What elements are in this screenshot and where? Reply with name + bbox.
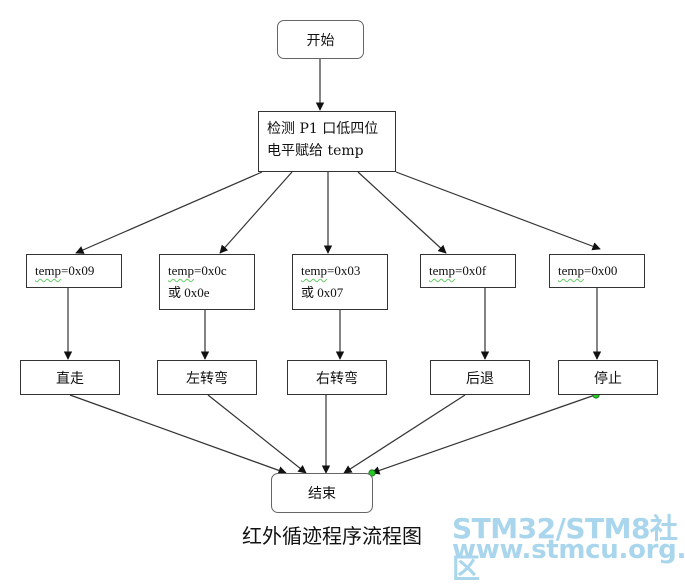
detect-line-1: 检测 P1 口低四位 xyxy=(267,121,379,137)
action-node-4: 后退 xyxy=(430,360,530,395)
action-node-1: 直走 xyxy=(20,360,120,395)
condition-var: temp xyxy=(558,263,584,278)
start-node: 开始 xyxy=(277,20,364,59)
detect-line-2: 电平赋给 temp xyxy=(267,143,364,159)
condition-expr: =0x09 xyxy=(61,263,95,278)
diagram-caption: 红外循迹程序流程图 xyxy=(242,524,422,548)
edge-detect-cond-4 xyxy=(357,171,447,254)
condition-expr: =0x00 xyxy=(584,263,618,278)
action-label: 停止 xyxy=(594,370,622,387)
condition-node-3: temp=0x03 或 0x07 xyxy=(292,254,388,310)
end-label: 结束 xyxy=(308,486,336,502)
action-label: 左转弯 xyxy=(186,370,228,387)
edge-action-end-1 xyxy=(69,394,287,475)
detect-node: 检测 P1 口低四位 电平赋给 temp xyxy=(258,111,396,172)
flowchart-connectors xyxy=(63,59,602,477)
end-node: 结束 xyxy=(271,473,373,513)
start-label: 开始 xyxy=(306,32,335,49)
action-label: 后退 xyxy=(466,370,494,387)
condition-alt: 或 0x0e xyxy=(168,285,210,300)
edge-detect-cond-5 xyxy=(395,171,601,251)
condition-expr: =0x03 xyxy=(327,263,361,278)
condition-node-1: temp=0x09 xyxy=(26,254,122,288)
edge-action-end-2 xyxy=(207,394,307,474)
action-label: 右转弯 xyxy=(316,370,358,387)
watermark-title: STM32/STM8社区 xyxy=(452,512,678,585)
condition-alt: 或 0x07 xyxy=(301,285,344,300)
condition-var: temp xyxy=(168,263,194,278)
condition-var: temp xyxy=(429,263,455,278)
action-node-2: 左转弯 xyxy=(157,360,257,395)
condition-node-2: temp=0x0c 或 0x0e xyxy=(159,254,255,310)
watermark-url: www.stmcu.org.cn xyxy=(452,535,685,565)
condition-expr: =0x0f xyxy=(455,263,487,278)
condition-node-4: temp=0x0f xyxy=(420,254,516,288)
condition-expr: =0x0c xyxy=(194,263,227,278)
edge-detect-cond-1 xyxy=(75,171,263,254)
edge-action-end-4 xyxy=(343,394,466,474)
action-node-5: 停止 xyxy=(558,360,658,395)
condition-node-5: temp=0x00 xyxy=(549,254,645,288)
action-node-3: 右转弯 xyxy=(287,360,387,395)
edge-action-end-5 xyxy=(371,394,596,475)
condition-var: temp xyxy=(301,263,327,278)
edge-detect-cond-2 xyxy=(219,171,293,254)
action-label: 直走 xyxy=(56,370,84,387)
condition-var: temp xyxy=(35,263,61,278)
